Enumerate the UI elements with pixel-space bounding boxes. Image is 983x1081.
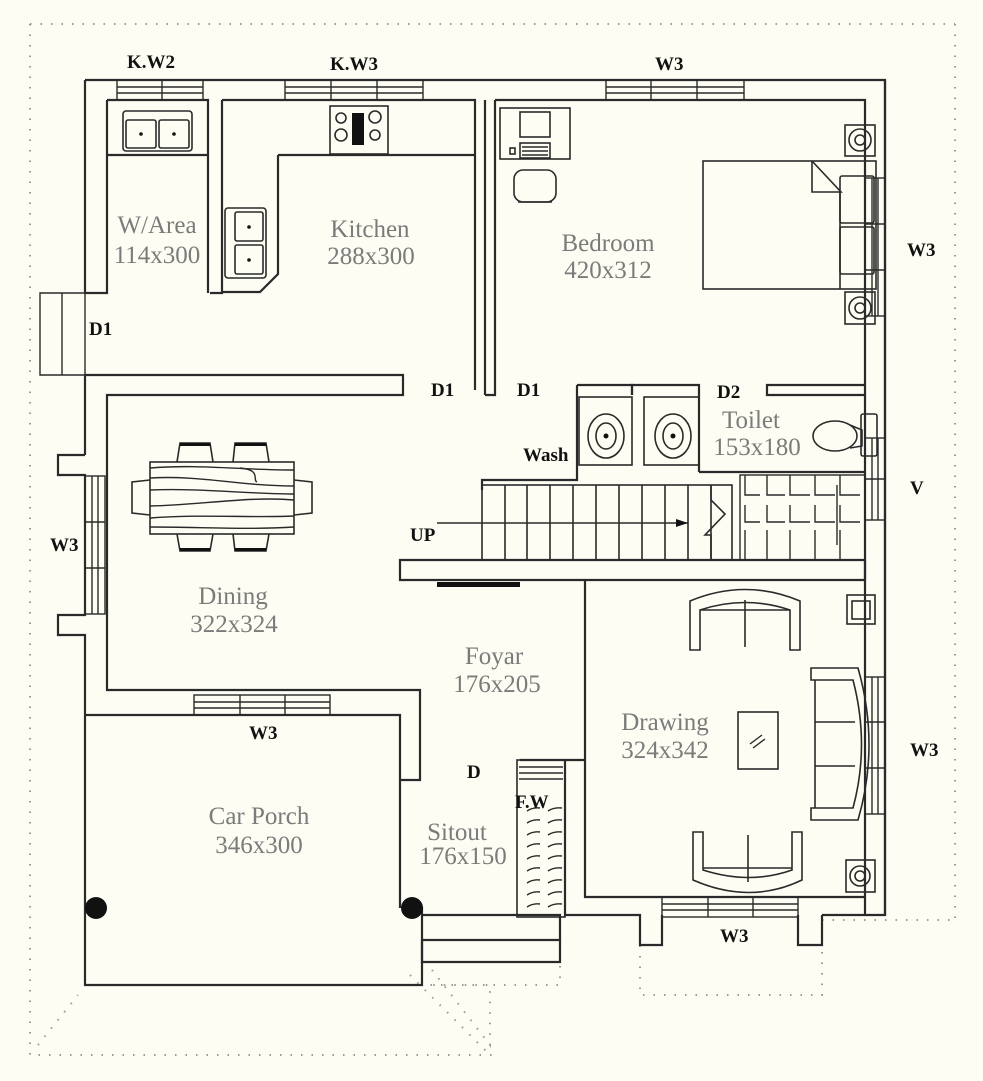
label-d1-workarea: D1 — [89, 319, 112, 340]
tv-unit — [846, 594, 876, 625]
label-w3-dining-left: W3 — [50, 535, 79, 556]
water-closet — [812, 413, 878, 457]
coffee-table — [737, 711, 779, 770]
label-kw3: K.W3 — [330, 54, 378, 75]
room-dining[interactable]: Dining 322x324 — [190, 583, 278, 638]
room-name: Car Porch — [209, 803, 310, 830]
label-w3-drawing-bottom: W3 — [720, 926, 749, 947]
label-fw: F.W — [515, 792, 549, 813]
room-car-porch[interactable]: Car Porch 346x300 — [209, 803, 310, 859]
bed — [702, 160, 877, 290]
plot-boundary — [29, 23, 956, 1056]
label-w3-bedroom-top: W3 — [655, 54, 684, 75]
room-work-area[interactable]: W/Area 114x300 — [114, 212, 201, 269]
drawing-furniture — [689, 588, 876, 894]
room-name: Kitchen — [330, 216, 410, 243]
staircase[interactable] — [437, 484, 733, 587]
column-left — [85, 897, 107, 919]
speaker-drawing — [845, 859, 876, 893]
room-toilet[interactable]: Toilet 153x180 — [713, 407, 801, 461]
wash-basin-1 — [578, 396, 633, 466]
room-size: 420x312 — [564, 257, 652, 284]
dining-table — [131, 442, 313, 552]
window-w3-dining-left — [84, 475, 106, 615]
column-right — [401, 897, 423, 919]
wash-basin-2 — [643, 396, 700, 466]
room-bedroom[interactable]: Bedroom 420x312 — [561, 230, 655, 284]
toilet-fixtures — [578, 383, 878, 561]
room-size: 153x180 — [713, 434, 801, 461]
cooking-stove — [329, 105, 389, 155]
label-v-toilet: V — [910, 478, 924, 499]
room-foyar[interactable]: Foyar 176x205 — [453, 643, 541, 698]
label-w3-drawing-right: W3 — [910, 740, 939, 761]
room-name: Toilet — [722, 407, 780, 434]
fw-stack — [516, 759, 566, 918]
kitchen-fixtures — [107, 105, 475, 294]
window-w3-drawing-bottom — [661, 896, 799, 918]
room-size: 346x300 — [215, 832, 303, 859]
shower-tiles — [739, 474, 866, 561]
room-labels: W/Area 114x300 Kitchen 288x300 Bedroom 4… — [114, 212, 801, 870]
label-wash: Wash — [523, 445, 569, 466]
porch-columns — [85, 897, 423, 919]
label-d-main: D — [467, 762, 481, 783]
label-kw2: K.W2 — [127, 52, 175, 73]
room-name: Bedroom — [561, 230, 655, 257]
room-name: Foyar — [465, 643, 524, 670]
speaker-top — [844, 124, 876, 157]
work-area-sink — [122, 110, 193, 152]
window-kw3 — [284, 79, 424, 101]
window-v-toilet — [864, 437, 886, 521]
window-w3-drawing-right — [864, 676, 886, 815]
window-w3-dining-bottom — [193, 694, 331, 716]
label-w3-bedroom-right: W3 — [907, 240, 936, 261]
label-stair-up: UP — [410, 525, 436, 546]
sofa-right — [810, 667, 870, 821]
room-name: Dining — [198, 583, 268, 610]
room-sitout[interactable]: Sitout 176x150 — [419, 819, 507, 870]
room-size: 324x342 — [621, 737, 709, 764]
window-w3-bedroom-top — [605, 79, 745, 101]
room-size: 114x300 — [114, 242, 201, 269]
room-name: W/Area — [117, 212, 196, 239]
room-size: 176x150 — [419, 843, 507, 870]
room-name: Drawing — [621, 709, 709, 736]
desk-chair — [513, 169, 557, 203]
label-d1-kitchen: D1 — [431, 380, 454, 401]
label-d1-bedroom: D1 — [517, 380, 540, 401]
room-drawing[interactable]: Drawing 324x342 — [621, 709, 709, 764]
room-kitchen[interactable]: Kitchen 288x300 — [327, 216, 415, 270]
sofa-bottom — [692, 831, 803, 894]
room-name: Sitout — [427, 819, 487, 846]
opening-labels: K.W2 K.W3 W3 W3 D1 D1 D1 D2 V W3 W3 W3 W… — [50, 52, 939, 947]
dining-chairs — [131, 442, 313, 552]
study-desk — [499, 107, 571, 160]
room-size: 322x324 — [190, 611, 278, 638]
label-w3-dining-bottom: W3 — [249, 723, 278, 744]
window-kw2 — [116, 79, 204, 101]
label-d2-toilet: D2 — [717, 382, 740, 403]
room-size: 176x205 — [453, 671, 541, 698]
sofa-top — [689, 588, 801, 651]
room-size: 288x300 — [327, 243, 415, 270]
kitchen-counter — [222, 153, 475, 294]
speaker-bottom — [844, 291, 876, 325]
bedroom-furniture — [499, 107, 877, 325]
